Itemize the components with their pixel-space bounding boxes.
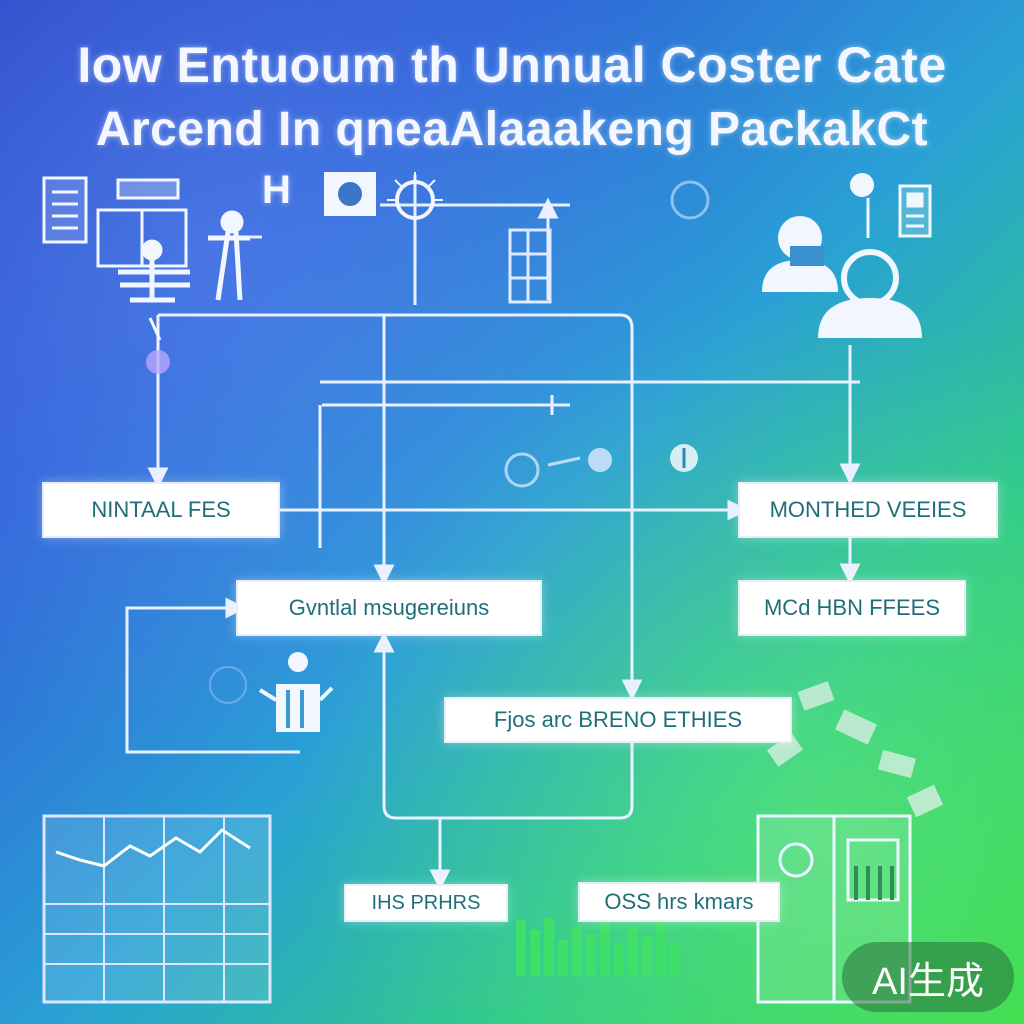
connector-left-loop [125, 597, 300, 754]
building-icon [508, 228, 552, 304]
money-icon [766, 681, 944, 818]
title-line-2: Arcend In qneaAlaaakeng PackakCt [95, 103, 929, 156]
chart-icon [42, 814, 272, 1004]
worker-icon [118, 210, 250, 303]
node-gvntlal-msugereiuns: Gvntlal msugereiuns [236, 580, 542, 636]
connector-top-horizontal [158, 313, 643, 701]
robot-icon [209, 652, 334, 732]
coin-icon [504, 444, 698, 488]
person-icon [146, 317, 170, 374]
node-fjos-arc-breno-ethies: Fjos arc BRENO ETHIES [444, 697, 792, 743]
node-ihs-prhrs: IHS PRHRS [344, 884, 508, 922]
node-monthed-veeies: MONTHED VEEIES [738, 482, 998, 538]
people-group-icon [670, 173, 922, 338]
gear-bulb-icon [324, 172, 443, 220]
ai-generated-badge: AI生成 [842, 942, 1014, 1012]
document-icon [42, 176, 188, 268]
bar-strip [516, 916, 680, 976]
connector-loop-bottom [373, 631, 634, 820]
title-tag: H [262, 168, 292, 212]
connectors [125, 175, 861, 891]
node-mcd-hbn-ffees: MCd HBN FFEES [738, 580, 966, 636]
idcard-icon [898, 184, 932, 238]
node-nintal-fes: NINTAAL FES [42, 482, 280, 538]
title-line-1: Iow Entuoum th Unnual Coster Cate [77, 37, 947, 93]
node-oss-hrs-kmars: OSS hrs kmars [578, 882, 780, 922]
